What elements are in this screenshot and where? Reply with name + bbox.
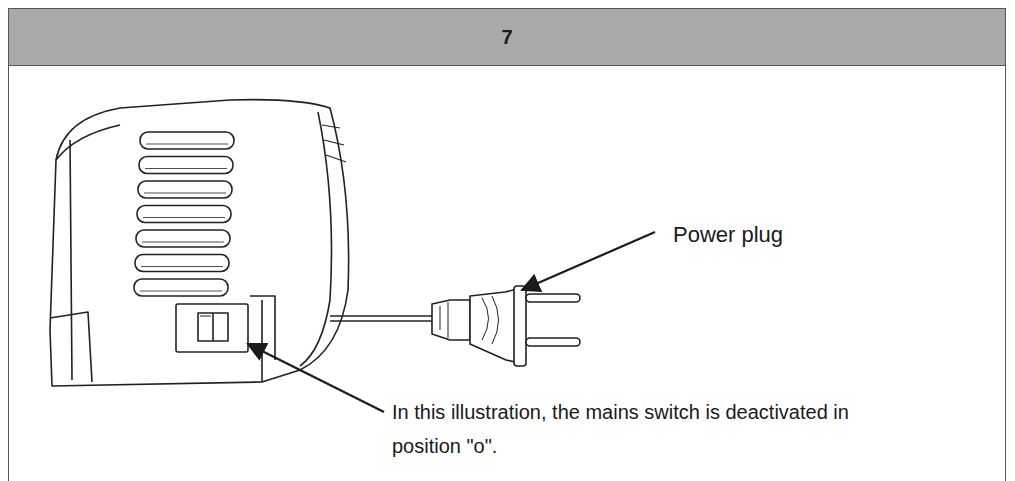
part-label: Power plug (673, 220, 893, 250)
leader-arrow (522, 232, 655, 290)
leader-arrow (248, 344, 384, 412)
step-number: 7 (8, 8, 1006, 66)
callout-note: In this illustration, the mains switch i… (392, 395, 862, 463)
